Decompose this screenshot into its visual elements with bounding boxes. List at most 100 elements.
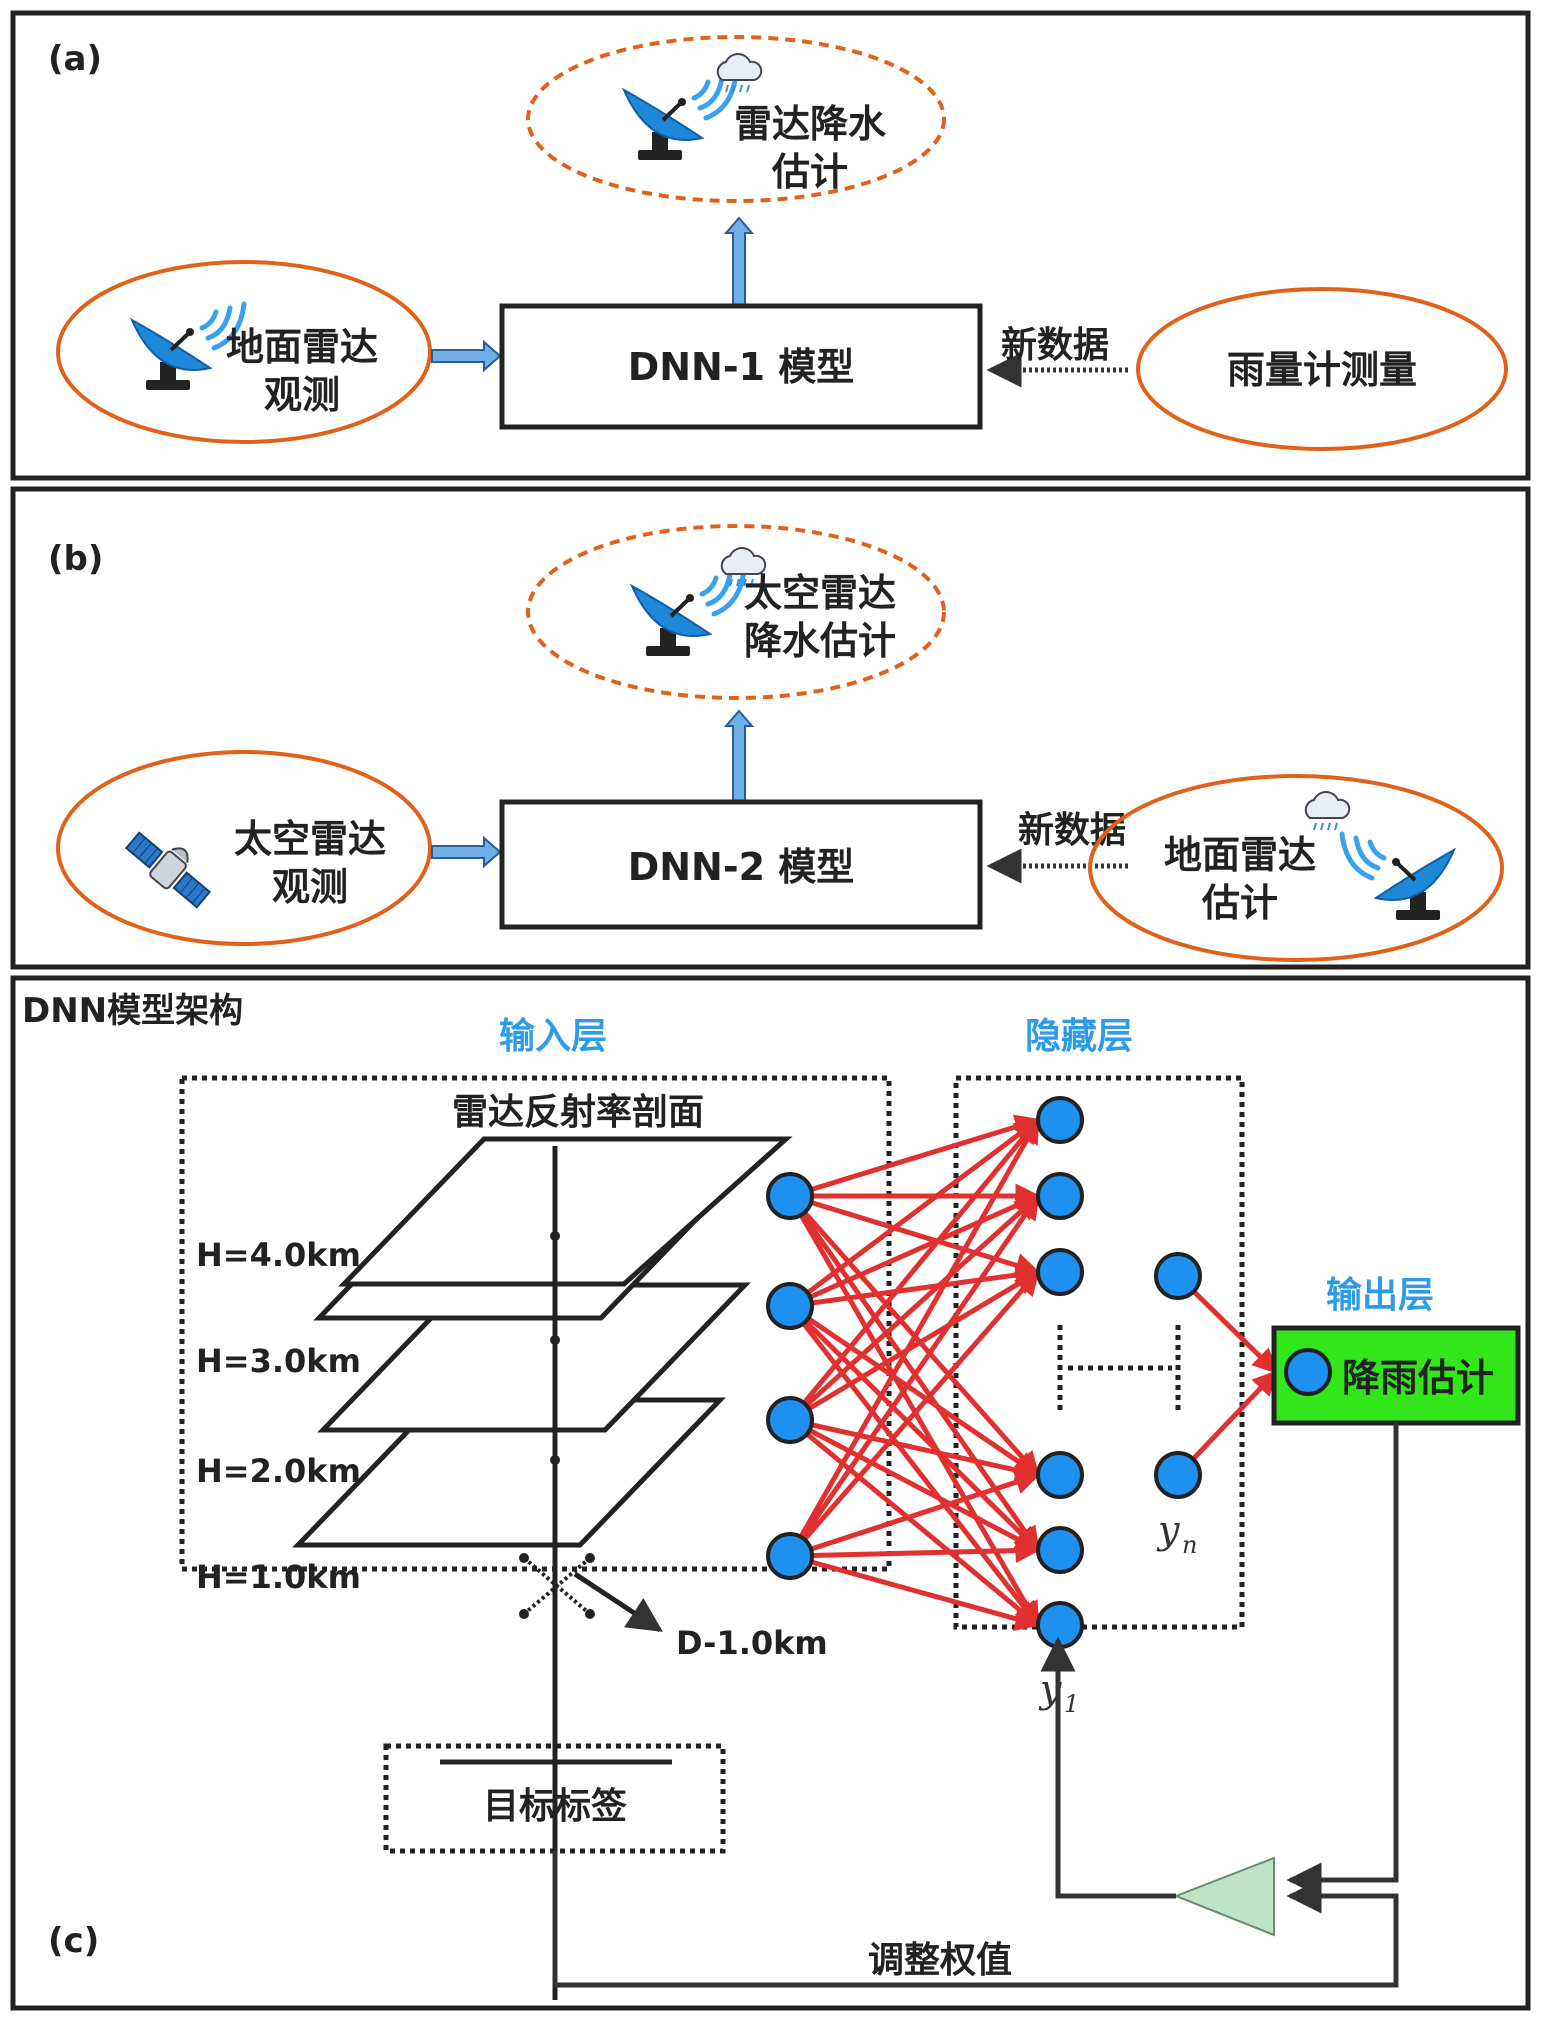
- connection-line: [788, 1118, 1040, 1422]
- panel-a-output-line2: 估计: [771, 150, 848, 194]
- hidden-node: [1036, 1451, 1084, 1499]
- hidden-node-yn: [1154, 1252, 1202, 1300]
- connection-line: [788, 1417, 1041, 1553]
- panel-c-frame: [10, 975, 1531, 2011]
- hidden-node: [1036, 1248, 1084, 1296]
- panel-a-side-input: 雨量计测量: [1227, 348, 1417, 392]
- layer-2km: [317, 1282, 751, 1433]
- panel-b-output-line1: 太空雷达: [744, 571, 896, 615]
- panel-b-label: (b): [48, 539, 103, 579]
- panel-a-input-line2: 观测: [264, 373, 340, 417]
- feedback-line-from-output: [1286, 1423, 1399, 1898]
- layer-1km: [292, 1397, 726, 1548]
- panel-a-model-label: DNN-1 模型: [628, 345, 855, 389]
- connection-line: [789, 1538, 1041, 1564]
- feedback-line-from-target: [552, 1851, 1399, 1988]
- panel-b-output-ellipse: [526, 524, 946, 700]
- hidden-layer-box: [953, 1075, 1245, 1630]
- hidden-node: [1036, 1096, 1084, 1144]
- radar-dish-icon: [1342, 834, 1454, 920]
- panel-b-input-line2: 观测: [272, 865, 348, 909]
- panel-a-model-box: [499, 303, 983, 430]
- connection-line: [788, 1118, 1040, 1308]
- connection-line: [788, 1194, 1040, 1422]
- hidden-node-yn: [1154, 1451, 1202, 1499]
- y1-subscript: 1: [1064, 1690, 1079, 1718]
- panel-a-output-line1: 雷达降水: [734, 102, 887, 146]
- connection-line: [789, 1417, 1041, 1483]
- panel-b-input-ellipse: [56, 750, 432, 946]
- hidden-node: [1036, 1526, 1084, 1574]
- stem-dot: [550, 1335, 560, 1345]
- connection-line: [788, 1193, 1041, 1309]
- input-node: [766, 1396, 814, 1444]
- panel-b-side-line1: 地面雷达: [1164, 833, 1316, 877]
- connection-line: [787, 1117, 1041, 1558]
- hidden-layer-heading: 隐藏层: [1025, 1016, 1133, 1057]
- input-node: [766, 1172, 814, 1220]
- input-layer-heading: 输入层: [499, 1016, 607, 1057]
- stem-dot: [550, 1455, 560, 1465]
- panel-b: (b) 太空雷达 降水估计 太空雷达 观测 DNN-2 模型 新数据: [10, 486, 1531, 970]
- panel-a-frame: [10, 10, 1531, 481]
- panel-a: (a) 雷达降水 估计 地面雷达 观测 DNN-1 模型 新数据 雨量计测量: [10, 10, 1531, 481]
- panel-a-output-ellipse: [526, 35, 946, 203]
- stem-dot: [550, 1231, 560, 1241]
- connection-line: [789, 1262, 1041, 1309]
- input-nodes: [766, 1172, 814, 1580]
- radar-dish-icon: [632, 570, 744, 656]
- height-label-2km: H=2.0km: [196, 1452, 361, 1490]
- profile-label: 雷达反射率剖面: [452, 1092, 704, 1133]
- panel-a-input-line1: 地面雷达: [226, 325, 378, 369]
- input-node: [766, 1532, 814, 1580]
- output-layer-heading: 输出层: [1326, 1275, 1434, 1316]
- panel-c-title: DNN模型架构: [22, 991, 243, 1031]
- rain-cloud-icon: [716, 52, 763, 93]
- panel-b-side-ellipse: [1088, 774, 1504, 962]
- hidden-nodes: [1036, 1096, 1202, 1649]
- connection-line: [789, 1114, 1041, 1199]
- layer-4km-top: [338, 1136, 793, 1287]
- panel-b-output-line2: 降水估计: [744, 619, 896, 663]
- connection-line: [788, 1418, 1040, 1627]
- yn-label: y: [1156, 1508, 1180, 1552]
- panel-c: DNN模型架构 (c) 输入层 隐藏层 输出层 雷达反射率剖面 H=4.0km …: [10, 975, 1531, 2011]
- panel-a-right-arrow: [431, 339, 502, 373]
- panel-a-input-ellipse: [56, 260, 432, 444]
- output-node: [1284, 1348, 1332, 1396]
- panel-b-input-line1: 太空雷达: [234, 817, 386, 861]
- connection-line: [788, 1269, 1041, 1423]
- connection-line: [788, 1304, 1040, 1627]
- distance-cross: [519, 1553, 663, 1633]
- connection-line: [787, 1193, 1041, 1558]
- panel-a-side-label: 新数据: [1001, 325, 1109, 366]
- connection-line: [788, 1270, 1040, 1558]
- radar-dish-icon: [624, 74, 736, 160]
- distance-label: D-1.0km: [676, 1624, 828, 1662]
- panel-a-up-arrow: [723, 216, 755, 306]
- panel-b-model-box: [499, 799, 983, 930]
- connection-line: [789, 1470, 1041, 1559]
- feedback-label: 调整权值: [868, 1940, 1012, 1981]
- input-layer-box: [179, 1075, 892, 1572]
- yn-subscript: n: [1182, 1531, 1197, 1559]
- connection-line: [788, 1303, 1041, 1478]
- height-label-1km: H=1.0km: [196, 1558, 361, 1596]
- panel-b-model-label: DNN-2 模型: [628, 845, 855, 889]
- feedback-to-hidden: [1040, 1636, 1176, 1899]
- connection-line: [788, 1304, 1040, 1552]
- input-node: [766, 1282, 814, 1330]
- rain-cloud-icon: [1304, 791, 1351, 831]
- satellite-icon: [124, 831, 212, 909]
- height-label-4km: H=4.0km: [196, 1236, 361, 1274]
- height-label-3km: H=3.0km: [196, 1342, 361, 1380]
- panel-a-label: (a): [48, 39, 102, 79]
- panel-b-right-arrow: [431, 835, 502, 869]
- network-connections: [787, 1114, 1278, 1632]
- panel-b-up-arrow: [723, 709, 755, 803]
- output-node-label: 降雨估计: [1342, 1356, 1494, 1400]
- panel-c-label: (c): [48, 1921, 99, 1961]
- target-label: 目标标签: [483, 1786, 627, 1827]
- connection-line: [789, 1553, 1041, 1632]
- panel-a-side-ellipse: [1136, 287, 1508, 451]
